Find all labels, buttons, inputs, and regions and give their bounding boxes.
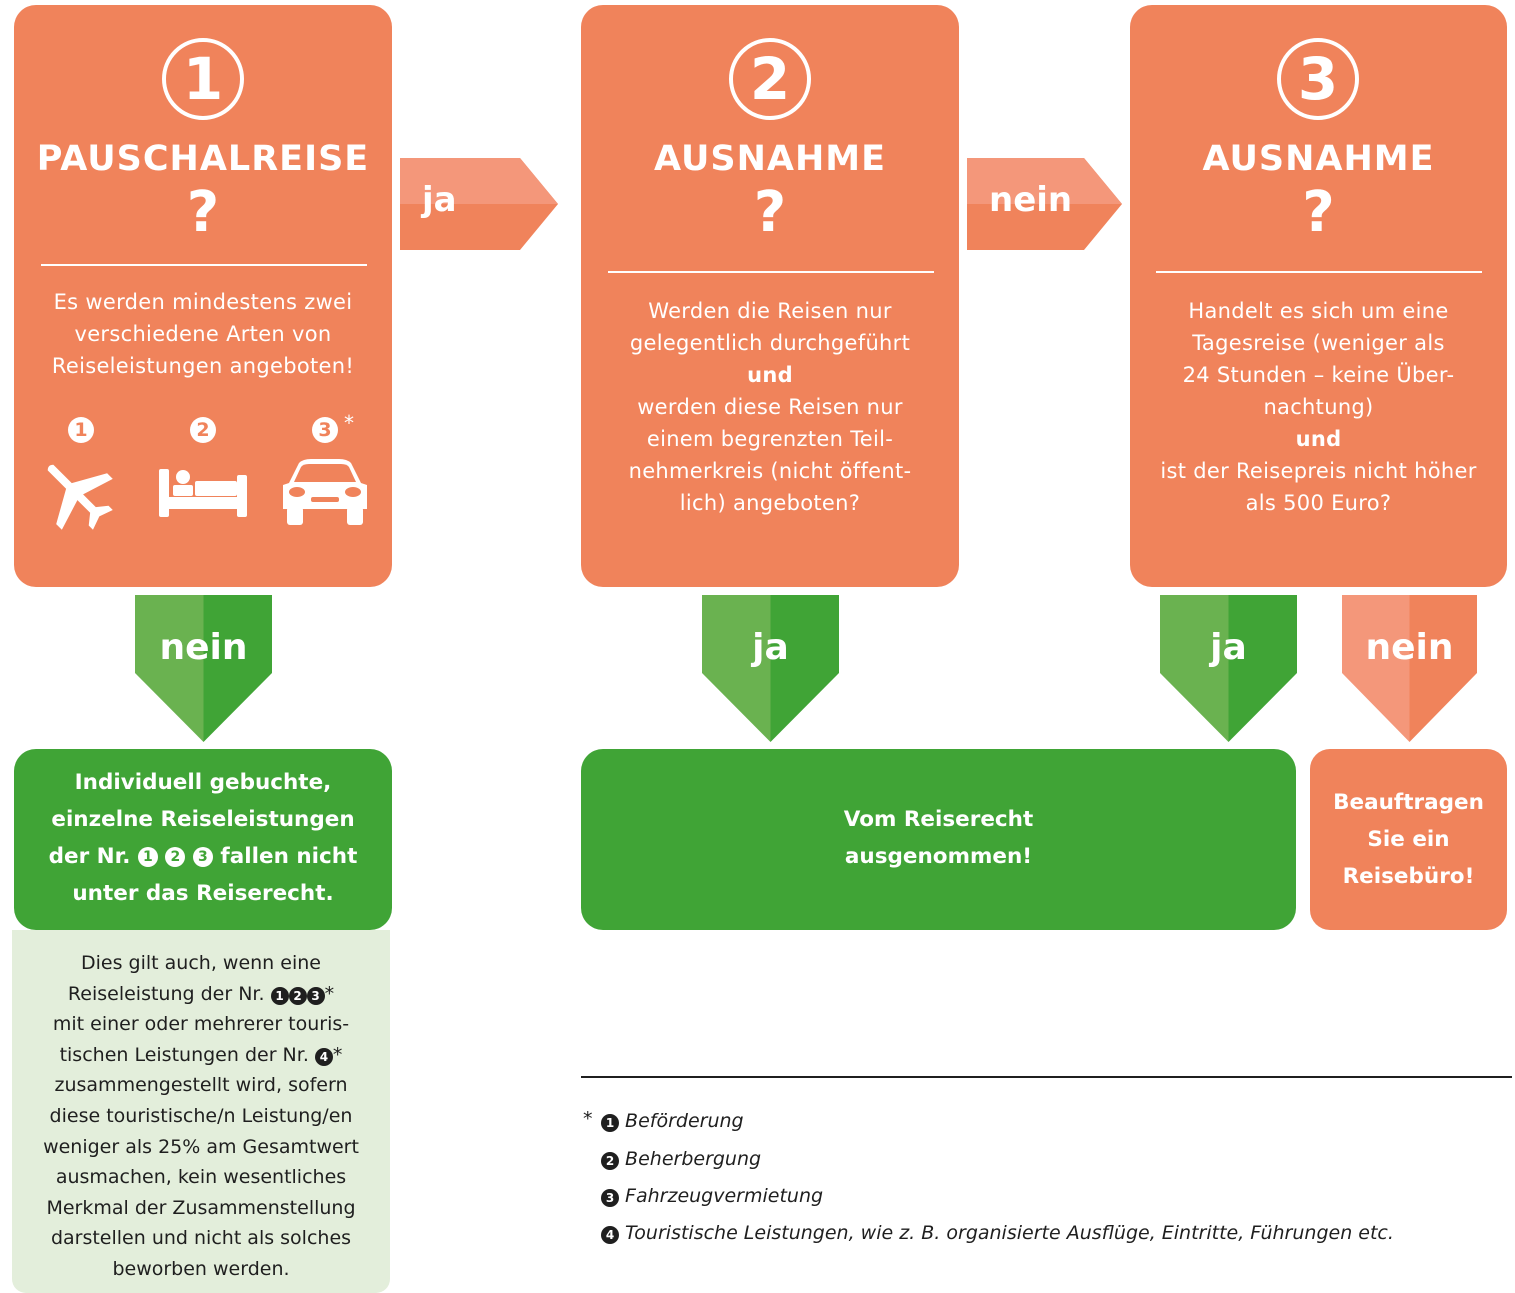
footnote-item: 1 Beförderung: [601, 1110, 744, 1132]
number-badge: 3: [192, 847, 213, 867]
question-mark: ?: [753, 180, 787, 245]
card-description: Es werden mindestens zwei verschiedene A…: [51, 290, 355, 378]
number-badge: 1: [601, 1114, 619, 1132]
arrow-ja-down-2: ja: [1160, 595, 1297, 742]
divider: [608, 271, 934, 273]
arrow-label: nein: [989, 180, 1073, 220]
step-number-2: 2: [729, 38, 811, 120]
icon-number-2: 2: [190, 417, 216, 443]
icon-number-1: 1: [68, 417, 94, 443]
car-icon: [279, 457, 371, 527]
number-badge: 3: [306, 986, 325, 1005]
number-badge: 3: [601, 1189, 619, 1207]
card-title: AUSNAHME: [1202, 139, 1435, 179]
question-mark: ?: [1302, 180, 1335, 245]
result-travel-agency: Beauftragen Sie ein Reisebüro!: [1310, 749, 1507, 930]
arrow-nein-down: nein: [135, 595, 272, 742]
footnote-star: *: [583, 1108, 593, 1130]
arrow-label: ja: [752, 627, 789, 668]
footnote-item: 4 Touristische Leistungen, wie z. B. org…: [601, 1222, 1394, 1244]
step-number-3: 3: [1277, 38, 1359, 120]
arrow-nein-down-2: nein: [1342, 595, 1477, 742]
footnote-divider: [581, 1076, 1512, 1078]
note-box: Dies gilt auch, wenn eine Reiseleistung …: [12, 930, 390, 1293]
result-exempt: Vom Reiserecht ausgenommen!: [581, 749, 1296, 930]
footnote-item: 3 Fahrzeugvermietung: [601, 1185, 823, 1207]
icon-number-3: 3: [312, 417, 338, 443]
number-badge: 1: [137, 847, 158, 867]
divider: [41, 264, 367, 266]
question-mark: ?: [186, 180, 220, 245]
arrow-label: ja: [422, 180, 457, 220]
divider: [1156, 271, 1482, 273]
step-number-1: 1: [162, 38, 244, 120]
airplane-icon: [36, 453, 116, 533]
number-badge: 4: [314, 1047, 333, 1066]
number-badge: 2: [288, 986, 307, 1005]
arrow-label: nein: [159, 627, 248, 668]
arrow-label: nein: [1365, 627, 1454, 668]
card-title: PAUSCHALREISE: [36, 139, 370, 179]
step-card-ausnahme-2: 3 AUSNAHME ? Handelt es sich um eine Tag…: [1130, 5, 1507, 587]
bed-icon: [157, 463, 249, 519]
number-badge: 2: [165, 847, 186, 867]
arrow-label: ja: [1210, 627, 1247, 668]
icon-marker-star: *: [344, 411, 354, 435]
result-not-travel-law: Individuell gebuchte, einzelne Reiseleis…: [14, 749, 392, 930]
step-card-pauschalreise: 1 PAUSCHALREISE ? Es werden mindestens z…: [14, 5, 392, 587]
arrow-ja-right: ja: [400, 158, 558, 250]
number-badge: 4: [601, 1226, 619, 1244]
footnote-item: 2 Beherbergung: [601, 1148, 761, 1170]
step-card-ausnahme-1: 2 AUSNAHME ? Werden die Reisen nur geleg…: [581, 5, 959, 587]
arrow-ja-down: ja: [702, 595, 839, 742]
card-title: AUSNAHME: [653, 139, 887, 179]
card-description: Handelt es sich um eine Tagesreise (weni…: [1160, 299, 1477, 515]
arrow-nein-right: nein: [967, 158, 1122, 250]
number-badge: 1: [270, 986, 289, 1005]
card-description: Werden die Reisen nur gelegentlich durch…: [628, 299, 912, 515]
number-badge: 2: [601, 1152, 619, 1170]
